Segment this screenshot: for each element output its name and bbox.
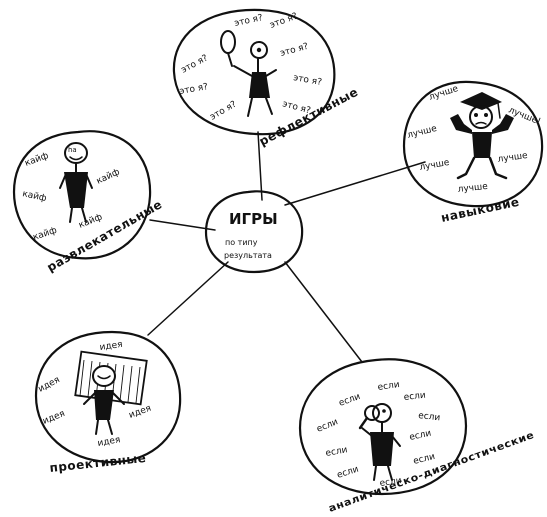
analytic-node: если если если если если если если если … <box>298 358 536 515</box>
reflective-word: это я? <box>180 53 210 75</box>
skills-node: лучше лучше лучше! лучше лучше лучше нав… <box>402 80 544 225</box>
magnifier-figure-icon <box>358 403 401 481</box>
analytic-word: если <box>418 411 441 423</box>
connector-reflective <box>257 131 263 201</box>
center-node: ИГРЫ по типу результата <box>204 190 304 274</box>
skills-word: лучше <box>428 84 460 103</box>
entertaining-label: развлекательные <box>45 197 165 274</box>
reflective-word: это я? <box>279 42 310 59</box>
face-text: ha <box>68 146 77 154</box>
project-word: идея <box>37 375 62 395</box>
reflective-label: рефлективные <box>257 85 361 149</box>
reflective-word: это я? <box>234 13 264 29</box>
skills-label: навыковие <box>440 195 521 225</box>
entertaining-word: кайф <box>95 167 122 187</box>
analytic-word: если <box>403 391 426 403</box>
center-subtitle-line2: результата <box>224 251 272 260</box>
skills-circle <box>402 80 544 208</box>
analytic-word: если <box>409 429 433 443</box>
idea-figure-icon <box>74 350 148 435</box>
analytic-word: если <box>412 452 436 467</box>
entertaining-circle <box>12 130 152 260</box>
skills-word: лучше <box>457 182 489 195</box>
project-word: идея <box>99 340 123 353</box>
skills-word: лучше! <box>507 106 542 128</box>
strong-figure-icon <box>450 92 514 180</box>
analytic-circle <box>298 358 468 496</box>
reflective-word: это я? <box>179 82 209 97</box>
analytic-word: если <box>325 445 349 459</box>
project-word: идея <box>97 435 121 449</box>
reflective-circle <box>172 8 336 136</box>
skills-word: лучше <box>419 158 451 173</box>
connector-project <box>147 261 229 336</box>
analytic-word: если <box>379 476 402 489</box>
mirror-figure-icon <box>220 30 277 117</box>
analytic-word: если <box>336 464 360 480</box>
project-word: идея <box>128 404 153 421</box>
center-title: ИГРЫ <box>229 210 278 228</box>
center-circle <box>204 190 304 274</box>
connector-lines <box>147 131 426 363</box>
entertaining-node: ha кайф кайф кайф кайф кайф развлекатель… <box>12 130 165 275</box>
connector-entertaining <box>149 219 216 231</box>
happy-figure-icon: ha <box>59 142 93 223</box>
analytic-word: если <box>377 380 400 393</box>
analytic-word: если <box>315 417 339 435</box>
skills-word: лучше <box>497 151 529 165</box>
project-label: проективные <box>49 451 147 475</box>
entertaining-word: кайф <box>77 212 104 231</box>
entertaining-word: кайф <box>32 226 59 243</box>
center-subtitle-line1: по типу <box>225 238 258 247</box>
skills-word: лучше <box>406 124 438 141</box>
reflective-node: это я? это я? это я? это я? это я? это я… <box>172 8 361 149</box>
entertaining-word: кайф <box>21 189 47 204</box>
project-node: идея идея идея идея идея проективные <box>34 330 182 475</box>
analytic-word: если <box>338 392 362 409</box>
connector-skills <box>284 161 426 206</box>
project-circle <box>34 330 182 464</box>
reflective-word: это я? <box>292 73 322 88</box>
reflective-word: это я? <box>209 99 239 122</box>
project-word: идея <box>41 409 66 427</box>
connector-analytic <box>284 261 363 363</box>
